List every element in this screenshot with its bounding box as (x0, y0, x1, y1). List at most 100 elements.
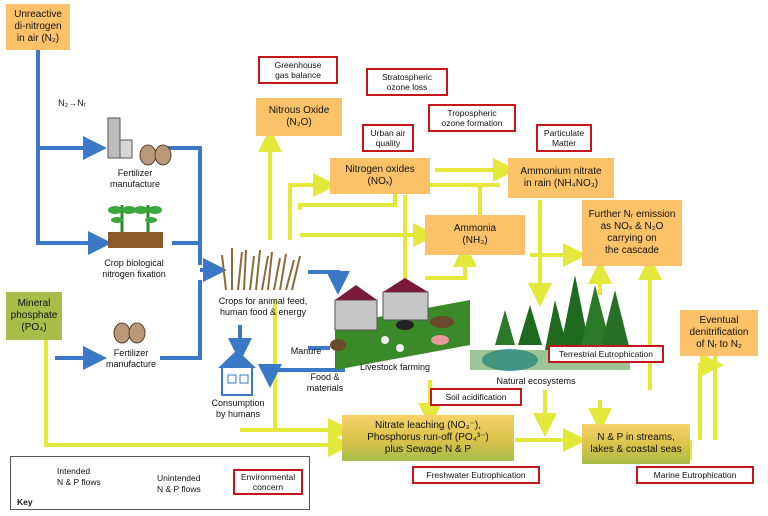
concern-tropospheric: Tropospheric ozone formation (428, 104, 516, 132)
consumption-label: Consumption by humans (200, 398, 276, 420)
crops-icon (221, 248, 301, 291)
ammonium-nitrate-line: in rain (NH₄NO₃) (523, 178, 599, 189)
ammonium-nitrate-line: Ammonium nitrate (520, 166, 602, 177)
n2-to-nr-label: N₂→Nᵣ (58, 98, 86, 108)
livestock-label: Livestock farming (359, 362, 431, 372)
mineral-phosphate-box: Mineral phosphate (PO₄) (6, 292, 62, 340)
ammonia-box: Ammonia (NH₃) (425, 215, 525, 255)
label-line: Unintended (157, 473, 201, 483)
natural-ecosystems-label: Natural ecosystems (496, 376, 576, 386)
ammonia-line: Ammonia (453, 223, 497, 234)
streams-box: N & P in streams, lakes & coastal seas (582, 424, 690, 464)
label-line: N & P flows (57, 477, 101, 487)
concern-text: Urban air (370, 128, 406, 138)
ammonia-line: (NH₃) (462, 235, 488, 246)
label-line: nitrogen fixation (102, 269, 166, 279)
label-line: Consumption (211, 398, 265, 408)
legume-plants-icon (108, 205, 163, 248)
denitrification-box: Eventual denitrification of Nᵣ to N₂ (680, 310, 758, 356)
streams-line: N & P in streams, (597, 432, 675, 443)
label-line: manufacture (105, 359, 157, 369)
further-emission-line: as NOₓ & N₂O (600, 221, 664, 232)
concern-text: concern (252, 482, 284, 492)
concern-urban-air: Urban air quality (362, 124, 414, 152)
nitrous-oxide-line: Nitrous Oxide (268, 105, 330, 116)
label-line: materials (306, 383, 344, 393)
crops-label: Crops for animal feed, human food & ener… (208, 296, 318, 318)
concern-freshwater: Freshwater Eutrophication (412, 466, 540, 484)
nitrous-oxide-line: (N₂O) (286, 117, 312, 128)
nitrous-oxide-box: Nitrous Oxide (N₂O) (256, 98, 342, 136)
house-icon (218, 350, 256, 396)
mineral-phosphate-line: (PO₄) (21, 322, 47, 333)
concern-text: ozone loss (386, 82, 428, 92)
label-line: by humans (215, 409, 261, 419)
nitrate-leaching-line: plus Sewage N & P (384, 444, 472, 455)
nitrogen-oxides-line: Nitrogen oxides (345, 164, 415, 175)
label-line: Crop biological (104, 258, 164, 268)
key-concern-sample: Environmental concern (233, 469, 303, 495)
label-line: Fertilizer (117, 168, 153, 178)
concern-marine: Marine Eutrophication (636, 466, 754, 484)
livestock-farm-icon (330, 278, 470, 370)
denitrification-line: Eventual (699, 315, 739, 326)
unreactive-n2-line: di-nitrogen (14, 21, 62, 32)
mineral-phosphate-line: phosphate (10, 310, 58, 321)
concern-text: Stratospheric (381, 72, 433, 82)
concern-soil: Soil acidification (430, 388, 522, 406)
concern-terrestrial: Terrestrial Eutrophication (548, 345, 664, 363)
concern-text: quality (375, 138, 401, 148)
nitrate-leaching-line: Nitrate leaching (NO₃⁻), (374, 420, 482, 431)
streams-line: lakes & coastal seas (590, 444, 682, 455)
concern-greenhouse: Greenhouse gas balance (258, 56, 338, 84)
label-line: human food & energy (219, 307, 307, 317)
fertilizer-top-label: Fertilizer manufacture (96, 168, 174, 190)
nitrogen-oxides-line: (NOₓ) (367, 176, 393, 187)
concern-text: Particulate (543, 128, 585, 138)
denitrification-line: of Nᵣ to N₂ (696, 339, 742, 350)
factory-icon (107, 117, 133, 159)
denitrification-line: denitrification (689, 327, 749, 338)
key-intended-label: Intended N & P flows (57, 466, 119, 488)
unreactive-n2-line: in air (N₂) (16, 33, 60, 44)
legend-key: Intended N & P flows Unintended N & P fl… (10, 456, 310, 510)
concern-text: Matter (551, 138, 577, 148)
label-line: N & P flows (157, 484, 201, 494)
label-line: Food & (310, 372, 340, 382)
mineral-phosphate-line: Mineral (17, 298, 51, 309)
fertilizer-sacks-icon (139, 144, 172, 166)
concern-text: Soil acidification (445, 392, 507, 402)
crop-fixation-label: Crop biological nitrogen fixation (88, 258, 180, 280)
label-line: Crops for animal feed, (218, 296, 308, 306)
nitrogen-oxides-box: Nitrogen oxides (NOₓ) (330, 158, 430, 194)
key-unintended-label: Unintended N & P flows (157, 473, 225, 495)
further-emission-line: the cascade (605, 245, 659, 256)
fertilizer-bottom-label: Fertilizer manufacture (92, 348, 170, 370)
further-emission-line: Further Nᵣ emission (588, 209, 676, 220)
concern-particulate: Particulate Matter (536, 124, 592, 152)
further-emission-line: carrying on (607, 233, 657, 244)
concern-text: Marine Eutrophication (653, 470, 737, 480)
nitrate-leaching-line: Phosphorus run-off (PO₄³⁻) (367, 432, 489, 443)
concern-text: ozone formation (441, 118, 503, 128)
intended-flows (36, 48, 350, 388)
concern-text: Tropospheric (447, 108, 497, 118)
unreactive-n2-box: Unreactive di-nitrogen in air (N₂) (6, 4, 70, 50)
label-line: Intended (57, 466, 91, 476)
unreactive-n2-line: Unreactive (14, 9, 62, 20)
key-title: Key (17, 497, 33, 507)
label-line: manufacture (109, 179, 161, 189)
concern-text: Greenhouse (274, 60, 322, 70)
label-line: Fertilizer (113, 348, 149, 358)
further-emission-box: Further Nᵣ emission as NOₓ & N₂O carryin… (582, 200, 682, 266)
concern-text: Freshwater Eutrophication (426, 470, 526, 480)
manure-label: Manure (290, 346, 322, 356)
concern-text: Terrestrial Eutrophication (558, 349, 653, 359)
nitrate-leaching-box: Nitrate leaching (NO₃⁻), Phosphorus run-… (342, 415, 514, 461)
fertilizer-sacks-bottom-icon (113, 322, 146, 344)
food-materials-label: Food & materials (300, 372, 350, 394)
concern-text: Environmental (240, 472, 296, 482)
concern-stratospheric: Stratospheric ozone loss (366, 68, 448, 96)
